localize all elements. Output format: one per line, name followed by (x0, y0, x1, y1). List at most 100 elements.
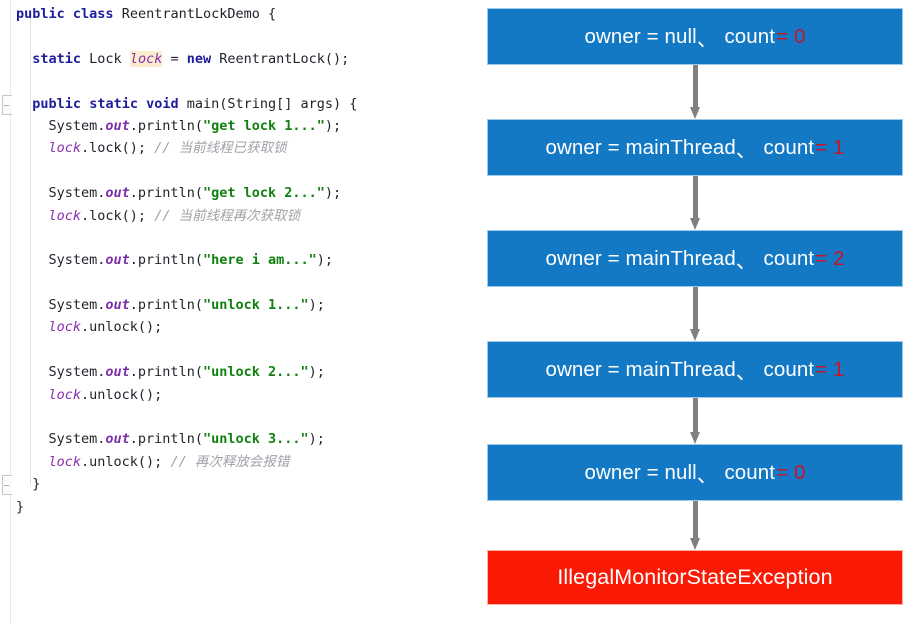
code-line: lock.unlock(); (0, 384, 460, 406)
code-token: lock (48, 207, 82, 224)
code-token (81, 96, 89, 112)
code-token: lock (48, 453, 82, 470)
arrow-shaft (692, 176, 698, 218)
code-token: ); (316, 252, 334, 269)
arrow-head-icon (690, 107, 700, 119)
flow-box-separator-3: 、 (735, 360, 757, 384)
code-token (65, 6, 73, 22)
code-token: } (16, 476, 41, 493)
code-line (0, 227, 460, 249)
code-token: "get lock 2..." (202, 185, 325, 202)
flow-box-owner-3: owner = mainThread (545, 357, 736, 381)
code-token: out (105, 252, 130, 269)
arrow-shaft (692, 287, 698, 329)
code-fold-marker-main[interactable] (2, 95, 12, 115)
code-line: public static void main(String[] args) { (0, 93, 460, 115)
code-token: public (32, 95, 82, 112)
code-token: out (105, 117, 130, 134)
code-line: } (0, 496, 460, 518)
code-line: static Lock lock = new ReentrantLock(); (0, 48, 460, 70)
flow-box-count-label-4: count (724, 460, 776, 484)
code-token: .println( (129, 185, 203, 202)
lock-state-flow-diagram: owner = null、count= 0 owner = mainThread… (485, 0, 905, 624)
flow-box-count-label-1: count (763, 135, 815, 159)
code-token (16, 208, 49, 224)
code-token: System. (16, 185, 106, 202)
flow-arrow-2 (690, 287, 700, 341)
flow-arrow-4 (690, 501, 700, 550)
code-token: .lock(); (81, 140, 155, 157)
code-token: .unlock(); (81, 319, 163, 336)
flow-box-state-1: owner = mainThread、count= 1 (487, 119, 903, 176)
code-token: lock (129, 50, 163, 67)
flow-box-count-value-1: = 1 (815, 135, 845, 159)
code-token: new (186, 50, 212, 67)
editor-gutter-divider (10, 0, 11, 624)
code-token: ); (308, 364, 325, 381)
flow-box-separator-4: 、 (696, 463, 718, 487)
arrow-shaft (692, 398, 698, 432)
code-token (16, 96, 32, 112)
code-content[interactable]: public class ReentrantLockDemo { static … (0, 0, 460, 518)
code-token: // 当前线程再次获取锁 (154, 207, 301, 224)
code-token: .unlock(); (81, 386, 163, 403)
exception-label: IllegalMonitorStateException (557, 565, 833, 589)
flow-box-count-value-0: = 0 (776, 24, 806, 48)
code-token: void (146, 95, 179, 112)
flow-box-separator-2: 、 (735, 249, 757, 273)
code-line: public class ReentrantLockDemo { (0, 3, 460, 25)
code-token: out (105, 297, 130, 314)
code-token: lock (48, 319, 82, 336)
flow-box-state-0: owner = null、count= 0 (487, 8, 903, 65)
flow-box-owner-4: owner = null (584, 460, 697, 484)
code-line: lock.lock(); // 当前线程已获取锁 (0, 137, 460, 159)
code-line: System.out.println("here i am..."); (0, 249, 460, 271)
code-token: public (16, 6, 65, 22)
flow-box-count-value-4: = 0 (776, 460, 806, 484)
code-line (0, 406, 460, 428)
code-line (0, 25, 460, 47)
code-token: ); (324, 117, 342, 134)
code-token: lock (48, 140, 82, 157)
flow-box-count-label-2: count (763, 246, 815, 270)
code-line: System.out.println("unlock 1..."); (0, 294, 460, 316)
code-line: lock.unlock(); // 再次释放会报错 (0, 451, 460, 473)
flow-box-owner-0: owner = null (584, 24, 697, 48)
code-token: "here i am..." (202, 252, 317, 269)
flow-arrow-1 (690, 176, 700, 230)
code-token (16, 387, 49, 403)
code-token: .println( (129, 431, 203, 448)
code-line (0, 160, 460, 182)
flow-box-count-value-2: = 2 (815, 246, 845, 270)
code-line: System.out.println("unlock 3..."); (0, 428, 460, 450)
code-line: System.out.println("get lock 2..."); (0, 182, 460, 204)
flow-box-count-value-3: = 1 (815, 357, 845, 381)
code-line: lock.lock(); // 当前线程再次获取锁 (0, 205, 460, 227)
arrow-head-icon (690, 432, 700, 444)
flow-box-state-4: owner = null、count= 0 (487, 444, 903, 501)
code-token: System. (16, 117, 106, 134)
code-token: // 再次释放会报错 (170, 453, 290, 470)
code-token: ); (308, 431, 325, 448)
code-editor-panel: public class ReentrantLockDemo { static … (0, 0, 460, 624)
code-token: out (105, 185, 130, 202)
code-line (0, 339, 460, 361)
code-token: } (16, 498, 25, 515)
code-token: .unlock(); (81, 453, 171, 470)
code-line: lock.unlock(); (0, 316, 460, 338)
flow-arrow-0 (690, 65, 700, 119)
code-token: "unlock 1..." (202, 297, 309, 314)
code-token: ); (308, 297, 325, 314)
code-token (16, 454, 49, 470)
code-token: lock (48, 386, 82, 403)
code-token: .println( (129, 117, 203, 134)
code-token: out (105, 431, 130, 448)
code-token (16, 51, 32, 67)
code-token: System. (16, 431, 106, 448)
arrow-shaft (692, 501, 698, 538)
code-token: .println( (129, 252, 203, 269)
code-fold-marker-class[interactable] (2, 475, 12, 495)
code-line: System.out.println("unlock 2..."); (0, 361, 460, 383)
code-token: System. (16, 297, 106, 314)
code-token: ReentrantLockDemo { (113, 6, 277, 22)
